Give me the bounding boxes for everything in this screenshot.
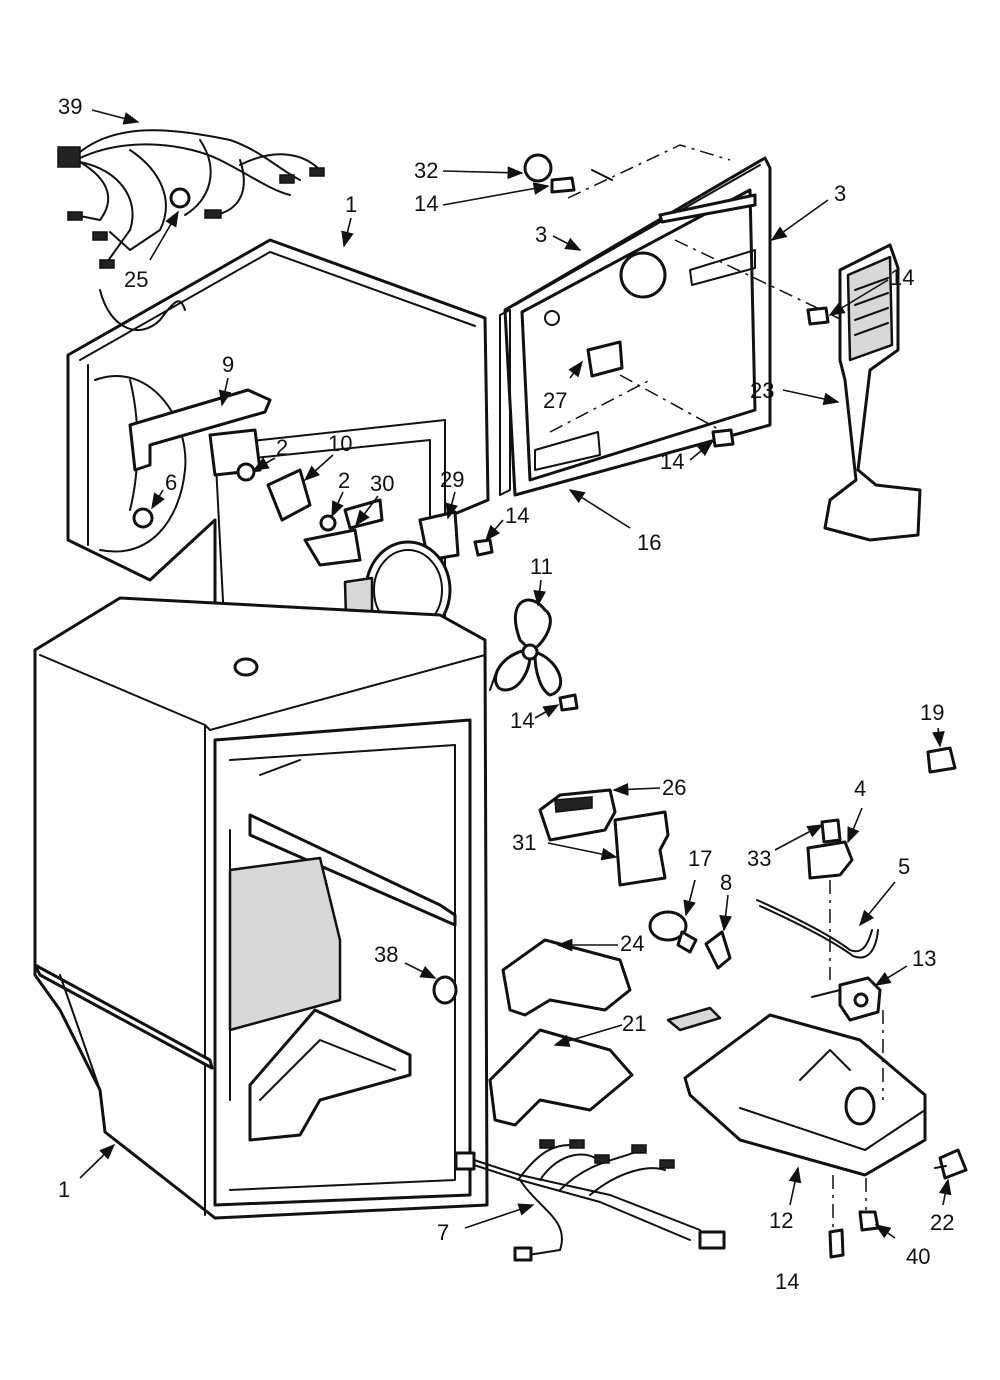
light-housing-26 bbox=[538, 788, 617, 842]
screw-14-panel-lower bbox=[711, 428, 735, 448]
callout-29: 29 bbox=[440, 467, 464, 492]
callout-3: 3 bbox=[535, 222, 547, 247]
rear-panel-16 bbox=[499, 156, 772, 497]
callout-14: 14 bbox=[505, 503, 529, 528]
hidden-line-mid bbox=[674, 239, 881, 339]
control-housing bbox=[208, 428, 337, 532]
valve-13 bbox=[811, 976, 882, 1022]
knob-22 bbox=[934, 1148, 968, 1180]
screw-14-panel bbox=[806, 306, 830, 326]
callout-10: 10 bbox=[328, 431, 352, 456]
grommet-32 bbox=[523, 153, 576, 194]
plug-38 bbox=[432, 975, 458, 1005]
air-grille-23 bbox=[823, 243, 922, 542]
callout-11: 11 bbox=[530, 554, 553, 579]
callout-5: 5 bbox=[898, 854, 910, 879]
callout-2: 2 bbox=[338, 468, 350, 493]
bracket-4 bbox=[806, 840, 854, 880]
wire-harness-39 bbox=[57, 129, 325, 269]
shroud-21 bbox=[488, 1028, 634, 1127]
wire-harness-7 bbox=[454, 1139, 726, 1262]
tube-5-outer bbox=[759, 905, 879, 959]
callout-8: 8 bbox=[720, 870, 732, 895]
callout-17: 17 bbox=[688, 846, 712, 871]
callout-4: 4 bbox=[854, 776, 866, 801]
callout-6: 6 bbox=[165, 470, 177, 495]
callout-2: 2 bbox=[276, 435, 288, 460]
cabinet-liner bbox=[33, 596, 489, 1220]
callout-32: 32 bbox=[414, 158, 438, 183]
callout-12: 12 bbox=[769, 1208, 793, 1233]
callout-7: 7 bbox=[437, 1220, 449, 1245]
drain-hole bbox=[233, 657, 259, 677]
callout-labels: 39 25 1 9 6 2 10 2 30 29 14 11 14 32 14 … bbox=[58, 94, 954, 1294]
callout-14: 14 bbox=[775, 1269, 799, 1294]
tube-5 bbox=[756, 899, 873, 953]
hidden-line-top bbox=[567, 144, 731, 199]
callout-14: 14 bbox=[660, 449, 684, 474]
bulb-17 bbox=[648, 910, 698, 954]
screw-14-bottom bbox=[828, 1228, 845, 1259]
callout-33: 33 bbox=[747, 846, 771, 871]
knob-6 bbox=[132, 507, 154, 529]
callout-24: 24 bbox=[620, 931, 644, 956]
callout-9: 9 bbox=[222, 352, 234, 377]
drip-tray-12 bbox=[666, 1006, 927, 1177]
fan-blade-11 bbox=[489, 598, 579, 712]
callout-22: 22 bbox=[930, 1210, 954, 1235]
callout-1: 1 bbox=[345, 192, 357, 217]
bracket-9 bbox=[128, 388, 272, 472]
callout-31: 31 bbox=[512, 830, 536, 855]
callout-40: 40 bbox=[906, 1244, 930, 1269]
screw-33 bbox=[820, 818, 842, 844]
callout-16: 16 bbox=[637, 530, 661, 555]
callout-13: 13 bbox=[912, 946, 936, 971]
callout-25: 25 bbox=[124, 267, 148, 292]
hidden-line-screw bbox=[549, 379, 651, 433]
callout-1: 1 bbox=[58, 1177, 70, 1202]
clip-19 bbox=[926, 746, 957, 774]
callout-26: 26 bbox=[662, 775, 686, 800]
leader-lines bbox=[79, 109, 952, 1239]
nut-40 bbox=[858, 1210, 880, 1232]
callout-3: 3 bbox=[834, 181, 846, 206]
callout-39: 39 bbox=[58, 94, 82, 119]
shield-31 bbox=[613, 810, 670, 887]
callout-21: 21 bbox=[622, 1011, 646, 1036]
callout-23: 23 bbox=[750, 378, 774, 403]
callout-30: 30 bbox=[370, 471, 394, 496]
socket-8 bbox=[704, 930, 732, 970]
hidden-line-lower bbox=[619, 374, 721, 431]
callout-27: 27 bbox=[543, 388, 567, 413]
callout-19: 19 bbox=[920, 700, 944, 725]
callout-14: 14 bbox=[510, 708, 534, 733]
callout-14: 14 bbox=[890, 265, 914, 290]
cover-24 bbox=[501, 938, 632, 1017]
callout-38: 38 bbox=[374, 942, 398, 967]
callout-14: 14 bbox=[414, 191, 438, 216]
